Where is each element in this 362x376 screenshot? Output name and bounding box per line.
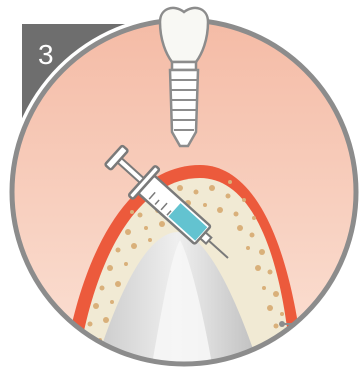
step-number: 3 <box>38 39 54 70</box>
label-leader-dot <box>279 321 285 327</box>
implant-crown <box>160 8 208 62</box>
implant-screw <box>170 70 198 146</box>
